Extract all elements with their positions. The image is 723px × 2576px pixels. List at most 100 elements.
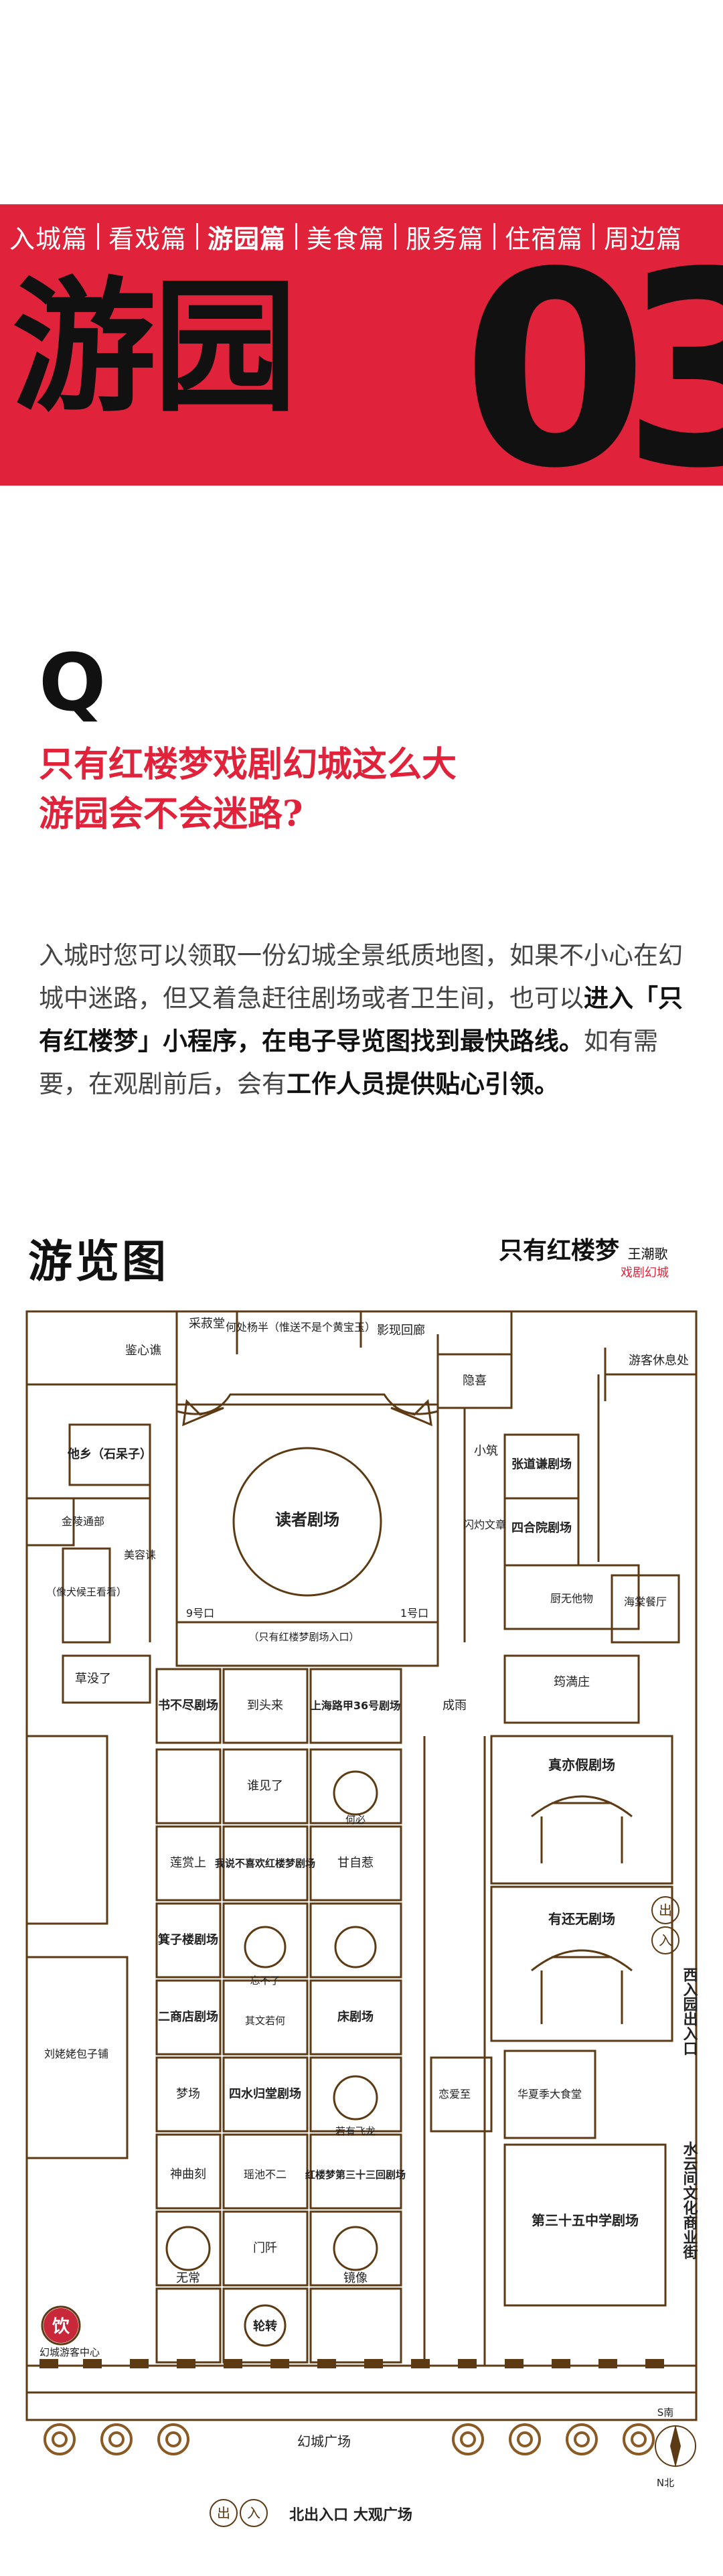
di35-theater: [503, 2143, 667, 2307]
answer-text-2: 如有需要，在观剧前后，会有: [39, 1027, 658, 1098]
question-mark-label: Q: [39, 636, 106, 729]
map-label-meirong: 美容诔: [124, 1549, 156, 1561]
map-label-caishu: 采菽堂: [189, 1317, 225, 1331]
map-label-lianhua: 恋爱至: [438, 2088, 471, 2100]
svg-text:饮: 饮: [52, 2317, 70, 2337]
map-label-shenhua: 神曲刻: [170, 2167, 206, 2181]
map-label-visitor-center: 幻城游客中心: [39, 2346, 100, 2358]
map-label-sishui: 四水归堂剧场: [229, 2086, 301, 2101]
reader-theater-circle: [232, 1447, 382, 1597]
map-label-tadu: 他乡（石呆子）: [67, 1447, 152, 1461]
map-label-shuiyun: 水云间文化商业街: [681, 2141, 699, 2260]
map-label-renmian: 闪灼文章: [463, 1518, 506, 1531]
tab-separator: [97, 223, 100, 250]
map-label-west-exit: 西入园出入口: [681, 1967, 698, 2056]
svg-text:出: 出: [659, 1902, 672, 1918]
youhuan-theater: [490, 1885, 673, 2042]
map-label-cao: 草没了: [75, 1672, 111, 1686]
section-title: 游园: [12, 262, 297, 431]
tab-1[interactable]: 入城篇: [9, 224, 88, 254]
map-label-wancheng: （像犬候王看看）: [46, 1586, 127, 1598]
map-label-liyu: 莲赏上: [170, 1856, 206, 1870]
tab-2[interactable]: 看戏篇: [108, 224, 187, 254]
map-label-di35: 第三十五中学剧场: [532, 2212, 639, 2228]
map-label-north: N北: [657, 2477, 674, 2489]
map-label-youhuan: 有还无剧场: [548, 1911, 615, 1927]
answer-paragraph: 入城时您可以领取一份幻城全景纸质地图，如果不小心在幻城中迷路，但又着急赶往剧场或…: [39, 934, 695, 1106]
tab-separator: [592, 223, 595, 250]
map-label-haitang: 海棠餐厅: [624, 1595, 667, 1608]
map-label-square: 幻城广场: [297, 2433, 351, 2449]
map-label-xihui: 若有飞龙: [335, 2125, 376, 2137]
question-line-2: 游园会不会迷路?: [39, 794, 303, 835]
map-label-wangbu: 忘不了: [250, 1975, 280, 1987]
answer-highlight-2: 工作人员提供贴心引领。: [287, 1070, 559, 1098]
answer-highlight-1: 进入「只有红楼梦」小程序，在电子导览图找到最快路线。: [39, 984, 683, 1056]
map-label-xiaozhu: 小筑: [474, 1444, 498, 1458]
map-label-jingxiang: 镜像: [343, 2271, 368, 2285]
map-label-qinzi: 箕子楼剧场: [158, 1932, 218, 1947]
map-label-zhangdao: 张道谦剧场: [511, 1457, 572, 1472]
svg-text:出: 出: [217, 2505, 230, 2521]
tab-separator: [493, 223, 496, 250]
map-label-shangjie: 二商店剧场: [158, 2009, 218, 2024]
map-label-shujin: 书不尽剧场: [158, 1699, 218, 1713]
map-label-liulao: 刘姥姥包子铺: [44, 2048, 108, 2060]
map-label-north-entry: 北出入口 大观广场: [289, 2506, 412, 2524]
tab-5[interactable]: 服务篇: [406, 224, 485, 254]
map-label-mengchang: 梦场: [176, 2087, 200, 2101]
tab-separator: [295, 223, 298, 250]
map-label-guibai: 谁见了: [247, 1779, 283, 1793]
map-label-fengchi: 瑶池不二: [244, 2168, 287, 2181]
map-label-chuang: 床剧场: [337, 2009, 374, 2024]
brand-logo: 只有红楼梦 王潮歌 戏剧幻城: [499, 1231, 706, 1285]
map-label-hebi: 何必: [345, 1814, 366, 1826]
map-label-yinan: 隐喜: [463, 1374, 487, 1388]
tab-3[interactable]: 游园篇: [208, 224, 287, 254]
map-label-xiao: 筠満庄: [554, 1675, 590, 1689]
park-map: 饮 出 入 出 入 鉴心谯 采菽堂 何处杨半（惟送不是个黄宝玉） 影现回廊 隐喜…: [25, 1310, 699, 2527]
tab-separator: [196, 223, 199, 250]
map-label-hongloumeng33: 红楼梦第三十三回剧场: [305, 2169, 406, 2181]
section-banner: 入城篇看戏篇游园篇美食篇服务篇住宿篇周边篇 游园 03: [0, 204, 723, 486]
map-label-shanghai: 上海路甲36号剧场: [311, 1699, 400, 1712]
brand-name: 只有红楼梦 王潮歌: [499, 1236, 668, 1265]
map-label-yingxiang: 影现回廊: [377, 1323, 425, 1338]
tab-7[interactable]: 周边篇: [604, 224, 683, 254]
question-line-1: 只有红楼梦戏剧幻城这么大: [39, 744, 457, 785]
map-label-wuchang: 无常: [176, 2271, 200, 2285]
tab-4[interactable]: 美食篇: [307, 224, 386, 254]
map-label-zhenjia: 真亦假剧场: [548, 1757, 615, 1773]
zhenjia-theater: [490, 1735, 673, 1885]
map-label-hexu: 何处杨半（惟送不是个黄宝玉）: [226, 1321, 376, 1334]
section-tabs: 入城篇看戏篇游园篇美食篇服务篇住宿篇周边篇: [0, 210, 723, 263]
answer-text-1: 入城时您可以领取一份幻城全景纸质地图，如果不小心在幻城中迷路，但又着急赶往剧场或…: [39, 941, 683, 1013]
map-label-xiaoyao: 厨无他物: [550, 1592, 593, 1605]
section-number: 03: [462, 216, 723, 486]
map-label-luzhe: 读者剧场: [275, 1510, 339, 1529]
map-label-hongmeng-entry: （只有红楼梦剧场入口）: [248, 1631, 359, 1643]
map-label-daotou: 到头来: [247, 1699, 283, 1713]
map-label-woshuo: 我说不喜欢红楼梦剧场: [215, 1857, 315, 1869]
map-label-jinyi: 金陵通部: [62, 1515, 104, 1528]
map-label-qitayi: 其文若何: [245, 2015, 285, 2027]
visitor-center-icon: 饮: [44, 2308, 78, 2343]
map-label-youke: 游客休息处: [629, 1354, 689, 1368]
brand-subtitle: 戏剧幻城: [621, 1266, 669, 1280]
map-label-kou1: 1号口: [400, 1607, 428, 1620]
top-whitespace: [0, 0, 723, 204]
svg-text:入: 入: [247, 2505, 260, 2521]
map-label-lunzhuan: 轮转: [253, 2319, 277, 2334]
map-label-chengyu: 成雨: [443, 1699, 467, 1713]
map-label-dashizhuo: 华夏季大食堂: [517, 2088, 582, 2100]
svg-text:入: 入: [659, 1932, 672, 1948]
map-label-kou9: 9号口: [186, 1607, 214, 1620]
map-label-menwai: 门阡: [253, 2241, 277, 2255]
theater-block: [175, 1403, 439, 1667]
tab-6[interactable]: 住宿篇: [505, 224, 584, 254]
map-label-jianyu: 鉴心谯: [125, 1344, 161, 1358]
map-title: 游览图: [28, 1235, 169, 1287]
map-label-xiaozhu2: 甘自惹: [337, 1856, 374, 1870]
compass-icon: [655, 2425, 696, 2467]
tab-separator: [394, 223, 397, 250]
